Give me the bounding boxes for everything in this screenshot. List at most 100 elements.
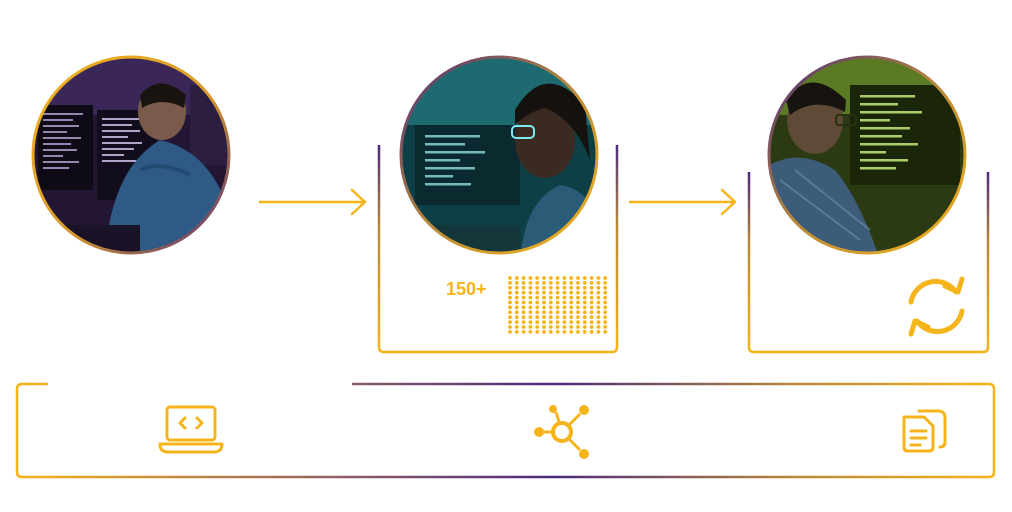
grid-dot — [514, 290, 519, 295]
grid-dot — [576, 315, 580, 320]
grid-dot — [528, 300, 533, 305]
grid-dot — [514, 285, 519, 290]
grid-dot — [576, 281, 580, 285]
grid-dot — [562, 325, 567, 329]
grid-dot — [514, 276, 519, 280]
grid-dot — [569, 315, 574, 320]
grid-dot — [603, 320, 608, 324]
grid-dot — [508, 276, 512, 280]
grid-dot — [548, 281, 553, 285]
grid-dot — [603, 290, 608, 295]
grid-dot — [562, 330, 567, 334]
grid-dot — [562, 310, 567, 315]
grid-dot — [589, 310, 594, 315]
grid-dot — [562, 295, 567, 300]
grid-dot — [508, 330, 512, 334]
grid-dot — [589, 325, 594, 329]
grid-dot — [569, 300, 574, 305]
grid-dot — [542, 295, 546, 300]
grid-dot — [535, 325, 540, 329]
grid-dot — [528, 305, 533, 310]
grid-dot — [582, 310, 587, 315]
grid-dot — [576, 285, 580, 290]
grid-dot — [562, 285, 567, 290]
grid-dot — [596, 281, 601, 285]
grid-dot — [514, 320, 519, 324]
grid-dot — [569, 305, 574, 310]
grid-dot — [535, 330, 540, 334]
documents-icon — [902, 409, 947, 453]
grid-dot — [576, 330, 580, 334]
grid-dot — [596, 310, 601, 315]
grid-dot — [596, 315, 601, 320]
grid-dot — [548, 295, 553, 300]
grid-dot — [603, 305, 608, 310]
grid-dot — [555, 281, 560, 285]
grid-dot — [528, 320, 533, 324]
step-3-frame — [747, 172, 990, 354]
grid-dot — [576, 300, 580, 305]
grid-dot — [569, 325, 574, 329]
photo-ring-3 — [767, 55, 967, 255]
grid-dot — [521, 281, 526, 285]
grid-dot — [569, 276, 574, 280]
grid-dot — [569, 330, 574, 334]
grid-dot — [548, 300, 553, 305]
grid-dot — [548, 325, 553, 329]
grid-dot — [542, 281, 546, 285]
grid-dot — [589, 300, 594, 305]
grid-dot — [535, 276, 540, 280]
grid-dot — [555, 330, 560, 334]
grid-dot — [582, 295, 587, 300]
grid-dot — [562, 281, 567, 285]
grid-dot — [542, 325, 546, 329]
grid-dot — [521, 290, 526, 295]
step-2-frame — [377, 145, 619, 354]
grid-dot — [508, 305, 512, 310]
grid-dot — [582, 300, 587, 305]
grid-dot — [528, 281, 533, 285]
grid-dot — [555, 315, 560, 320]
grid-dot — [589, 315, 594, 320]
grid-dot — [576, 325, 580, 329]
grid-dot — [508, 290, 512, 295]
laptop-code-icon — [158, 405, 224, 454]
grid-dot — [596, 325, 601, 329]
grid-dot — [589, 276, 594, 280]
grid-dot — [562, 305, 567, 310]
grid-dot — [582, 305, 587, 310]
grid-dot — [535, 315, 540, 320]
grid-dot — [548, 310, 553, 315]
grid-dot — [589, 295, 594, 300]
grid-dot — [521, 330, 526, 334]
grid-dot — [603, 295, 608, 300]
grid-dot — [535, 281, 540, 285]
grid-dot — [582, 285, 587, 290]
grid-dot — [535, 320, 540, 324]
arrow-1 — [258, 188, 367, 216]
grid-dot — [603, 276, 608, 280]
grid-dot — [508, 310, 512, 315]
grid-dot — [596, 276, 601, 280]
grid-dot — [603, 315, 608, 320]
grid-dot — [582, 281, 587, 285]
grid-dot — [535, 285, 540, 290]
grid-dot — [596, 295, 601, 300]
grid-dot — [535, 310, 540, 315]
grid-dot — [528, 295, 533, 300]
grid-dot — [576, 276, 580, 280]
grid-dot — [562, 315, 567, 320]
grid-dot — [576, 290, 580, 295]
grid-dot — [569, 310, 574, 315]
grid-dot — [582, 320, 587, 324]
grid-dot — [603, 300, 608, 305]
grid-dot — [562, 276, 567, 280]
grid-dot — [603, 330, 608, 334]
grid-dot — [542, 320, 546, 324]
grid-dot — [528, 276, 533, 280]
grid-dot — [542, 315, 546, 320]
grid-dot — [582, 290, 587, 295]
grid-dot — [514, 281, 519, 285]
grid-dot — [521, 325, 526, 329]
